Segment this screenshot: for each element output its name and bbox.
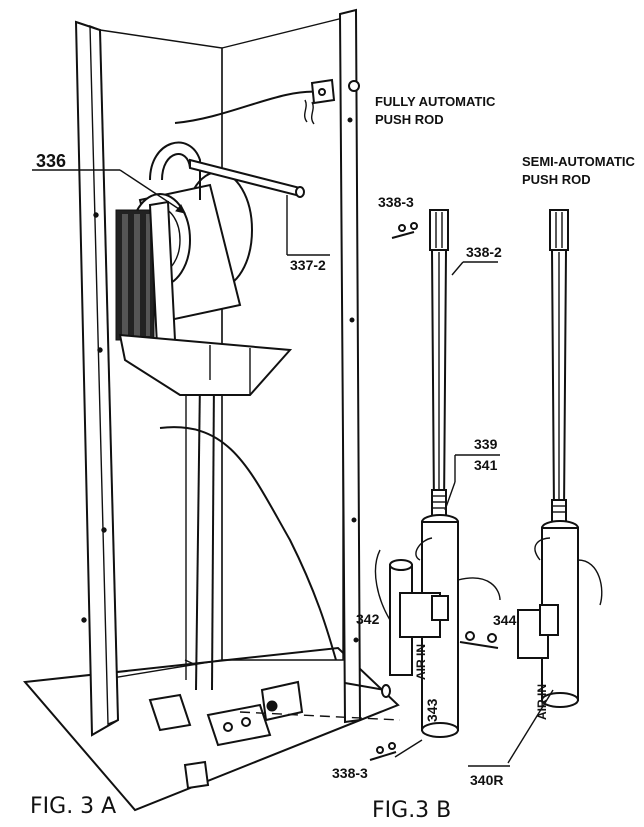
caption-fig3a: FIG. 3 A <box>30 794 116 819</box>
base-bracket-4 <box>183 760 210 790</box>
air-cylinder-2 <box>541 527 579 701</box>
fig3b-fully-auto-rod <box>369 209 501 761</box>
chute-shelf <box>118 333 293 396</box>
top-cable <box>174 90 321 124</box>
base-bracket-1 <box>148 693 192 732</box>
label-337-2: 337-2 <box>290 257 326 273</box>
label-semi-auto-2: PUSH ROD <box>522 172 591 187</box>
left-post-inner <box>89 24 119 726</box>
label-339: 339 <box>474 436 498 452</box>
middle-cable <box>159 426 337 661</box>
leader-lines <box>32 169 554 767</box>
label-air-in-2: AIR IN <box>535 684 549 720</box>
label-341: 341 <box>474 457 498 473</box>
label-fully-auto-2: PUSH ROD <box>375 112 444 127</box>
label-338-2: 338-2 <box>466 244 502 260</box>
left-post <box>74 20 120 737</box>
label-semi-auto-1: SEMI-AUTOMATIC <box>522 154 636 169</box>
label-344: 344 <box>493 612 517 628</box>
right-post <box>338 8 362 724</box>
back-panel-right <box>221 17 344 661</box>
label-336: 336 <box>36 151 66 171</box>
fig3b-semi-auto-rod <box>517 209 603 708</box>
label-air-in-1: AIR IN <box>414 644 428 680</box>
label-342: 342 <box>356 611 380 627</box>
label-340R: 340R <box>470 772 503 788</box>
label-338-3-top: 338-3 <box>378 194 414 210</box>
base-bracket-2 <box>206 703 272 747</box>
label-343: 343 <box>424 698 440 722</box>
fig3a-drawing <box>23 8 401 812</box>
label-338-3-bottom: 338-3 <box>332 765 368 781</box>
caption-fig3b: FIG.3 B <box>372 798 451 823</box>
label-fully-auto-1: FULLY AUTOMATIC <box>375 94 496 109</box>
